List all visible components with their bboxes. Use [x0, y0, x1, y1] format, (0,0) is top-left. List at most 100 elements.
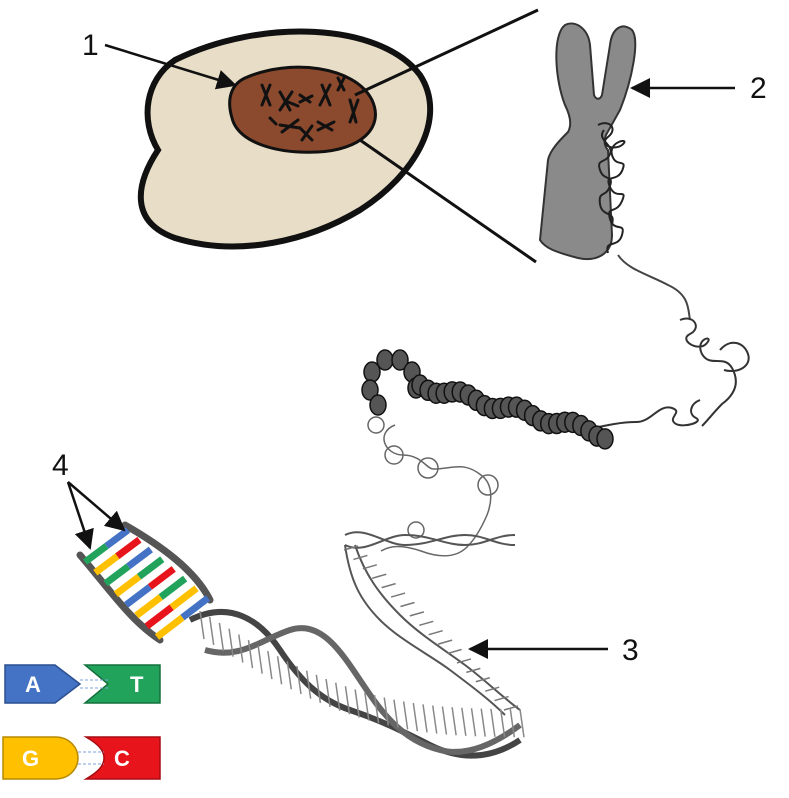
- pair-g-c: G C: [2, 736, 161, 780]
- ladder-rung-segment: [147, 566, 176, 590]
- helix-rung: [480, 708, 486, 737]
- helix-rung: [383, 697, 389, 726]
- cell: [137, 28, 433, 250]
- ladder-rung-segment: [169, 585, 199, 611]
- helix-rung: [353, 554, 368, 561]
- helix-rung: [364, 692, 370, 721]
- helix-rung: [296, 665, 302, 695]
- ladder-rung-segment: [104, 527, 131, 549]
- helix-rung: [451, 707, 457, 736]
- ladder-rung-segment: [144, 604, 174, 630]
- nucleus-chromosomes: [260, 76, 360, 142]
- helix-rung: [354, 689, 360, 718]
- nucleosome-bead: [369, 394, 387, 416]
- helix-rung: [218, 622, 225, 651]
- helix-rung: [431, 705, 438, 734]
- helix-rung: [484, 686, 500, 692]
- label-2: 2: [750, 72, 767, 105]
- arrow-4a: [66, 481, 94, 550]
- helix-rung: [286, 661, 293, 690]
- helix-rung: [422, 704, 428, 733]
- helix-rung: [519, 709, 525, 738]
- helix-rung: [305, 670, 312, 699]
- ladder-rung-segment: [134, 594, 163, 619]
- helix-rung: [373, 694, 380, 724]
- chromatin-fiber: [575, 317, 750, 433]
- chromosome-body: [538, 22, 637, 260]
- helix-rung: [325, 678, 331, 708]
- helix-rung: [228, 628, 234, 657]
- helix-rung: [199, 610, 205, 640]
- nucleosome-fiber: [361, 349, 614, 450]
- helix-rung: [267, 650, 273, 680]
- helix-rung: [362, 564, 378, 570]
- tile-a: [4, 664, 82, 704]
- helix-rung: [400, 601, 415, 608]
- helix-rung: [372, 573, 387, 579]
- helix-rung: [437, 639, 453, 645]
- nucleosome-bead: [361, 379, 379, 401]
- nucleosome-bead: [363, 361, 381, 383]
- base-pair-legend: A T G C: [2, 664, 161, 780]
- helix-rung: [390, 592, 406, 598]
- ladder-backbone-left: [76, 551, 164, 644]
- helix-rung: [315, 674, 322, 704]
- ladder-rung-segment: [136, 556, 165, 580]
- ladder-rung-segment: [124, 584, 153, 608]
- helix-rung: [393, 699, 399, 728]
- helix-rung: [343, 545, 359, 551]
- helix-rung: [344, 686, 351, 715]
- base-t-text: T: [130, 672, 144, 697]
- dna-strand-out: [617, 254, 691, 321]
- ladder-rung-segment: [126, 546, 153, 570]
- helix-rung: [402, 701, 409, 730]
- ladder-rung-segment: [93, 553, 120, 576]
- tile-t: [82, 664, 161, 704]
- ladder-rung-segment: [113, 573, 142, 597]
- tile-c: [83, 736, 161, 780]
- helix-rung: [238, 634, 244, 663]
- dna-helix-main: [188, 608, 525, 759]
- helix-rung: [475, 677, 490, 683]
- ladder-rung-segment: [103, 563, 131, 587]
- ladder-rung-segment: [115, 536, 142, 560]
- dna-helix-upper: [344, 531, 521, 716]
- ladder-rung-segment: [180, 595, 211, 621]
- helix-rung: [499, 708, 506, 738]
- helix-rung: [490, 708, 496, 737]
- label-1: 1: [82, 29, 99, 62]
- helix-rung: [335, 682, 341, 711]
- helix-rung: [247, 640, 254, 669]
- base-g-text: G: [22, 746, 39, 771]
- helix-rung: [441, 706, 448, 735]
- helix-rung: [456, 658, 472, 664]
- ladder-rung-segment: [154, 614, 185, 640]
- helix-rung: [494, 695, 509, 702]
- helix-rung: [412, 702, 419, 732]
- nucleosome-bead: [596, 428, 614, 450]
- chromatin-coil: [597, 122, 626, 254]
- helix-rung: [381, 582, 396, 589]
- dna-helix-upper-rungs: [343, 545, 519, 711]
- ladder-rung-segment: [158, 575, 188, 600]
- ladder-rung-segment: [82, 543, 109, 565]
- base-a-text: A: [25, 672, 41, 697]
- helix-rung: [276, 656, 283, 685]
- nucleosome-bead: [391, 349, 409, 371]
- ladder-backbone-right: [121, 521, 214, 604]
- helix-rung: [409, 611, 425, 617]
- helix-rung: [428, 629, 443, 636]
- helix-rung: [208, 616, 215, 646]
- helix-rung: [257, 645, 263, 674]
- helix-rung: [466, 667, 481, 674]
- helix-rung: [419, 620, 434, 627]
- arrow-4b: [67, 481, 126, 532]
- pair-a-t: A T: [4, 664, 161, 704]
- helix-rung: [447, 648, 462, 655]
- label-4: 4: [52, 449, 69, 482]
- zoom-line-top: [354, 8, 539, 97]
- dna-ladder: [76, 521, 214, 644]
- beads-on-string: [367, 416, 499, 557]
- helix-rung: [503, 705, 519, 711]
